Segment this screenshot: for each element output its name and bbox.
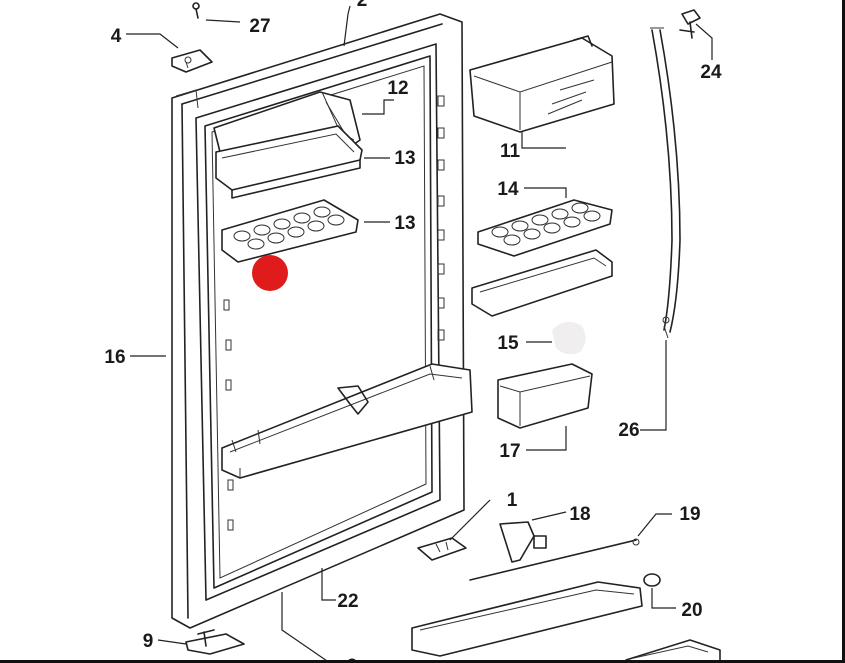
leader-lines [126,5,713,663]
callout-24: 24 [700,62,722,83]
bottom-shelf [411,581,721,663]
callout-17: 17 [499,441,520,462]
side-rail [650,27,681,339]
callout-27: 27 [249,16,270,37]
door-handle-part [499,521,547,563]
callout-13-upper: 13 [394,148,415,169]
callout-22: 22 [337,591,358,612]
bottle-holder [497,363,593,429]
door-egg-tray [221,199,359,263]
top-hinge [171,49,213,73]
callout-14: 14 [497,179,519,200]
small-bracket [679,9,701,39]
wire [469,538,640,581]
callout-12: 12 [387,78,408,99]
callout-9: 9 [143,631,154,652]
red-marker [252,255,288,291]
callout-11: 11 [500,141,521,162]
callout-13-lower: 13 [394,213,415,234]
small-shelf [471,249,613,317]
callout-1: 1 [507,490,518,511]
bottle-shelf [221,363,473,479]
screw [192,2,200,19]
cap [643,573,661,587]
callout-26: 26 [618,420,639,441]
bottom-hinge [185,629,245,655]
callout-18: 18 [569,504,590,525]
shelf-box [469,35,615,133]
callout-16: 16 [104,347,125,368]
callout-2-bottom: 2 [347,656,358,663]
smudge [552,321,586,355]
lower-hinge [417,537,467,561]
bottom-border [0,660,845,663]
callout-19: 19 [679,504,700,525]
right-border [842,0,845,663]
callout-2-top: 2 [357,0,368,11]
egg-tray [477,199,613,257]
dairy-compartment [213,91,363,199]
callout-20: 20 [681,600,702,621]
callout-4: 4 [111,26,122,47]
callout-15: 15 [497,333,519,354]
